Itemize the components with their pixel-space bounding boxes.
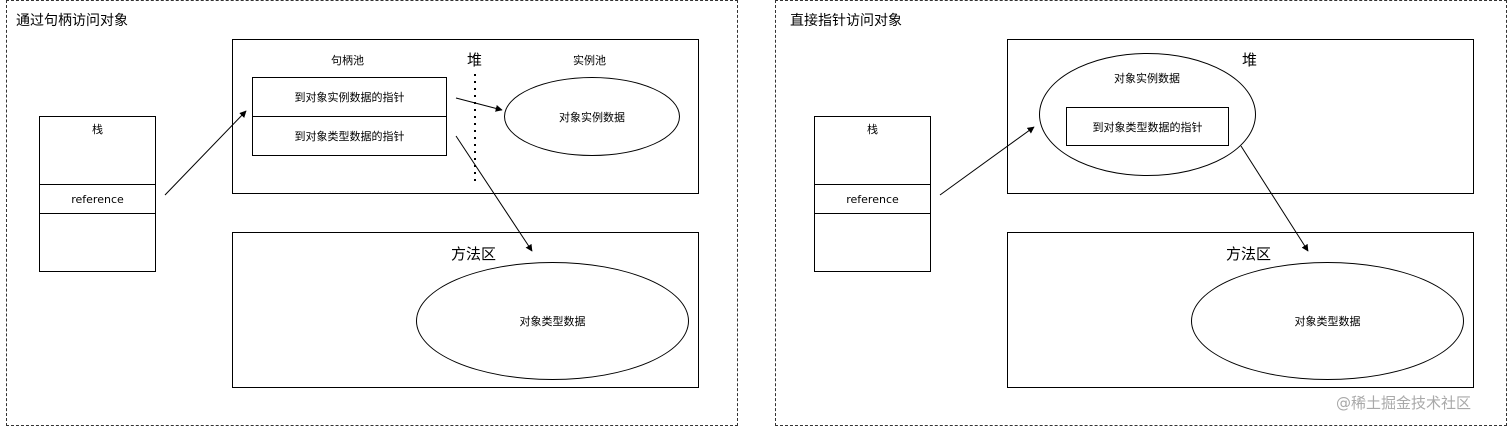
right-stack: 栈 reference	[814, 116, 931, 272]
handle-table: 到对象实例数据的指针 到对象类型数据的指针	[252, 77, 447, 156]
handle-pool-label: 句柄池	[331, 54, 364, 67]
left-method-area-label: 方法区	[451, 245, 497, 263]
left-reference-to-handle-arrow	[164, 110, 247, 196]
left-stack-reference: reference	[71, 192, 124, 206]
handle-access-panel	[6, 0, 738, 426]
left-type-data-ellipse: 对象类型数据	[416, 262, 689, 380]
direct-pointer-title: 直接指针访问对象	[790, 13, 902, 29]
left-stack-divider-bottom	[40, 213, 155, 214]
left-stack-divider-top	[40, 184, 155, 185]
right-stack-reference: reference	[846, 192, 899, 206]
right-reference-to-instance-arrow	[939, 126, 1035, 196]
left-heap-label: 堆	[467, 51, 483, 69]
pointer-to-type-arrow	[1240, 145, 1309, 252]
left-stack: 栈 reference	[39, 116, 156, 272]
direct-pointer-panel	[775, 0, 1507, 426]
right-stack-divider-top	[815, 184, 930, 185]
handle-access-title: 通过句柄访问对象	[16, 13, 128, 29]
right-type-data-ellipse: 对象类型数据	[1191, 262, 1464, 380]
watermark: @稀土掘金技术社区	[1336, 394, 1472, 412]
handle-row-instance-pointer: 到对象实例数据的指针	[294, 91, 405, 104]
left-instance-data-ellipse: 对象实例数据	[504, 77, 680, 156]
handle-to-instance-arrow	[455, 97, 503, 112]
left-stack-label: 栈	[92, 123, 103, 136]
right-instance-data-label: 对象实例数据	[1114, 72, 1180, 85]
right-type-pointer-box: 到对象类型数据的指针	[1066, 107, 1229, 146]
right-heap-label: 堆	[1242, 51, 1258, 69]
handle-row-divider	[253, 116, 446, 117]
right-stack-divider-bottom	[815, 213, 930, 214]
right-method-area-label: 方法区	[1226, 245, 1272, 263]
instance-pool-label: 实例池	[573, 54, 606, 67]
handle-to-type-arrow	[455, 135, 533, 252]
right-stack-label: 栈	[867, 123, 878, 136]
handle-row-type-pointer: 到对象类型数据的指针	[294, 130, 405, 143]
